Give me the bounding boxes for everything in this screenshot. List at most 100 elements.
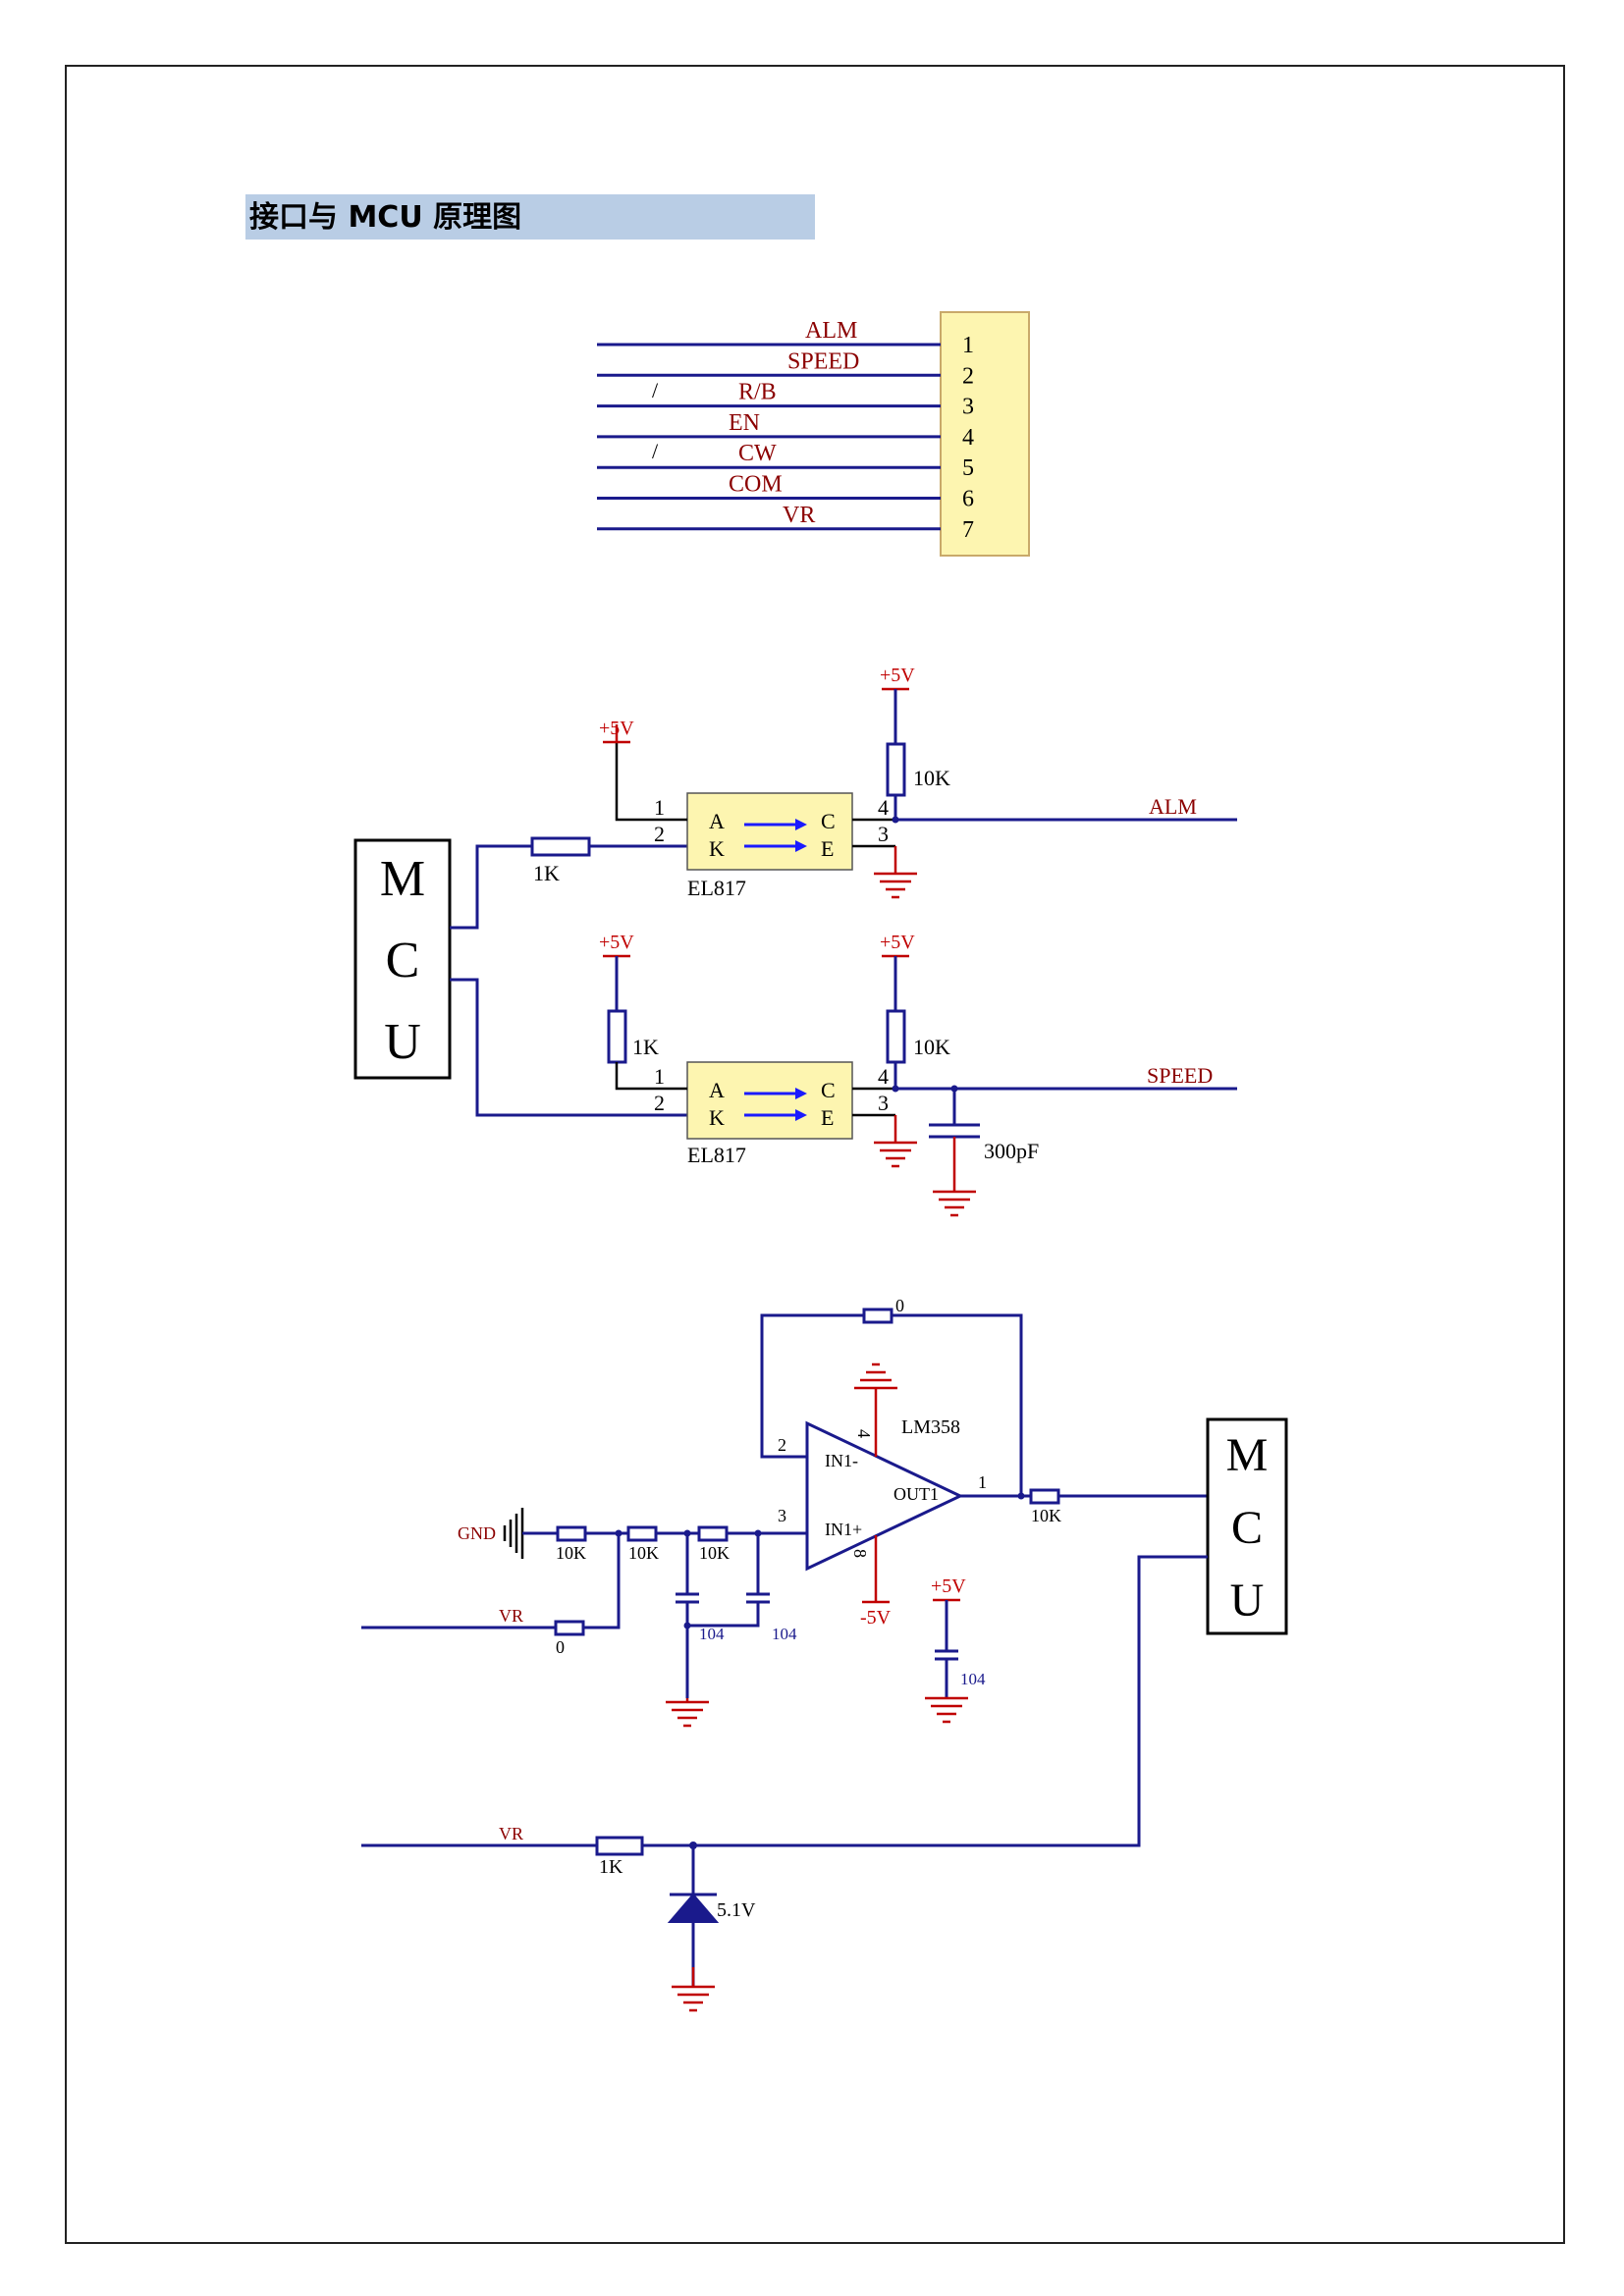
wire-cap2-to-cap1: [687, 1602, 760, 1628]
opto1-pin-a: A: [709, 809, 725, 833]
opamp-pin4-number: 4: [854, 1429, 874, 1438]
speed-net-label: SPEED: [1147, 1063, 1213, 1088]
cap1-104-label: 104: [699, 1625, 725, 1643]
vcc-label-opto1-anode: +5V: [599, 718, 634, 739]
resistor-10k-pullup1: [886, 742, 906, 797]
opto1-pin3-number: 3: [878, 822, 889, 846]
opto1-part-label: EL817: [687, 876, 746, 900]
vcc-label-pullup1: +5V: [880, 665, 915, 686]
optocoupler-1: [686, 792, 853, 871]
resistor-0-feedback: [862, 1308, 893, 1324]
mcu-letter-m: M: [380, 851, 425, 907]
opto1-pin-c: C: [821, 809, 836, 833]
connector-pin-1: 1: [962, 333, 974, 358]
connector-body: [940, 311, 1030, 557]
optocoupler-2: [686, 1061, 853, 1140]
opto2-pin-c: C: [821, 1078, 836, 1102]
resistor-10k-output-label: 10K: [1031, 1506, 1061, 1525]
resistor-1k-series: [530, 836, 591, 857]
opto2-pin-a: A: [709, 1078, 725, 1102]
vr-label-opamp: VR: [499, 1606, 523, 1626]
mcu2-letter-c: C: [1231, 1502, 1263, 1554]
opto2-part-label: EL817: [687, 1143, 746, 1167]
connector-pin-6: 6: [962, 487, 974, 512]
opamp-lm358: [805, 1420, 964, 1572]
opto2-pin-k: K: [709, 1105, 725, 1130]
connector-signal-com: COM: [729, 472, 783, 498]
vr-label-zener: VR: [499, 1824, 523, 1843]
opamp-part-label: LM358: [901, 1416, 960, 1438]
gnd-input-label: GND: [458, 1523, 496, 1543]
opto2-arrowhead-1: [795, 1088, 807, 1099]
vcc-label-pullup2: +5V: [880, 932, 915, 953]
opto1-pin-e: E: [821, 836, 834, 861]
mcu2-letter-m: M: [1226, 1429, 1269, 1481]
connector-pin-7: 7: [962, 517, 974, 543]
resistor-10k-c: [697, 1525, 729, 1542]
opto2-anode-wire: [615, 1062, 687, 1091]
connector-signal-alm: ALM: [805, 318, 857, 344]
zener-label: 5.1V: [717, 1899, 756, 1921]
opto1-arrowhead-1: [795, 819, 807, 830]
resistor-10k-output: [1029, 1488, 1060, 1505]
opto1-pin-k: K: [709, 836, 725, 861]
opto2-pin2-number: 2: [654, 1091, 665, 1115]
connector-signal-cw: CW: [738, 441, 777, 466]
mcu-box-left: [353, 838, 452, 1080]
connector-signal-rb: R/B: [738, 380, 777, 405]
wire-mcu-to-r1: [450, 844, 532, 930]
connector-pin-5: 5: [962, 455, 974, 481]
resistor-10k-a-label: 10K: [556, 1543, 586, 1563]
resistor-1k-opto2-label: 1K: [632, 1035, 659, 1059]
opamp-pin3-number: 3: [778, 1506, 786, 1525]
resistor-0-vr-label: 0: [556, 1637, 565, 1657]
opto1-arrowhead-2: [795, 840, 807, 852]
resistor-1k-label: 1K: [533, 861, 560, 885]
opto1-pin2-number: 2: [654, 822, 665, 846]
resistor-10k-a: [556, 1525, 587, 1542]
opto1-pin4-number: 4: [878, 795, 889, 820]
mcu-letter-c: C: [386, 933, 420, 988]
slash-mark-rb: /: [652, 378, 659, 402]
slash-mark-cw: /: [652, 439, 659, 463]
opto2-pin1-number: 1: [654, 1064, 665, 1089]
opto2-pin3-number: 3: [878, 1091, 889, 1115]
connector-signal-en: EN: [729, 410, 760, 436]
cap2-104-label: 104: [772, 1625, 797, 1643]
wire-mcu-to-opto2: [450, 978, 687, 1117]
title-highlight: [245, 194, 815, 240]
wire-mcu-to-vr-node: [693, 1555, 1208, 1847]
resistor-0-vr: [554, 1620, 585, 1636]
resistor-1k-opto2: [607, 1009, 627, 1064]
opamp-pin8-number: 8: [850, 1549, 870, 1558]
resistor-0-feedback-label: 0: [895, 1296, 904, 1315]
opamp-out-label: OUT1: [893, 1484, 939, 1504]
connector-signal-speed: SPEED: [787, 348, 859, 374]
page-title: 接口与 MCU 原理图: [249, 200, 522, 235]
opto2-arrowhead-2: [795, 1109, 807, 1121]
page-border: [65, 65, 1565, 2244]
optocoupler-section: M C U 1K A K C E EL817 1 2 4 3: [353, 665, 1237, 1217]
neg5v-label: -5V: [860, 1607, 892, 1629]
opamp-in-minus-label: IN1-: [825, 1451, 858, 1470]
opto2-pin-e: E: [821, 1105, 834, 1130]
resistor-10k-pullup2: [886, 1009, 906, 1064]
connector-signal-vr: VR: [783, 503, 815, 528]
connector-pin-3: 3: [962, 395, 974, 420]
cap-300pf-label: 300pF: [984, 1139, 1039, 1163]
resistor-10k-b-label: 10K: [628, 1543, 659, 1563]
opto1-pin1-number: 1: [654, 795, 665, 820]
resistor-1k-zener: [595, 1836, 644, 1856]
resistor-1k-zener-label: 1K: [599, 1856, 623, 1878]
alm-net-label: ALM: [1149, 794, 1197, 819]
opamp-in-plus-label: IN1+: [825, 1520, 862, 1539]
connector-pin-2: 2: [962, 363, 974, 389]
opamp-section: 0 LM358 IN1- IN1+ OUT1 2 3 1 4 8 -5V: [361, 1296, 1288, 1847]
resistor-10k-pullup1-label: 10K: [913, 766, 950, 790]
opamp-pin2-number: 2: [778, 1435, 786, 1455]
resistor-10k-c-label: 10K: [699, 1543, 730, 1563]
